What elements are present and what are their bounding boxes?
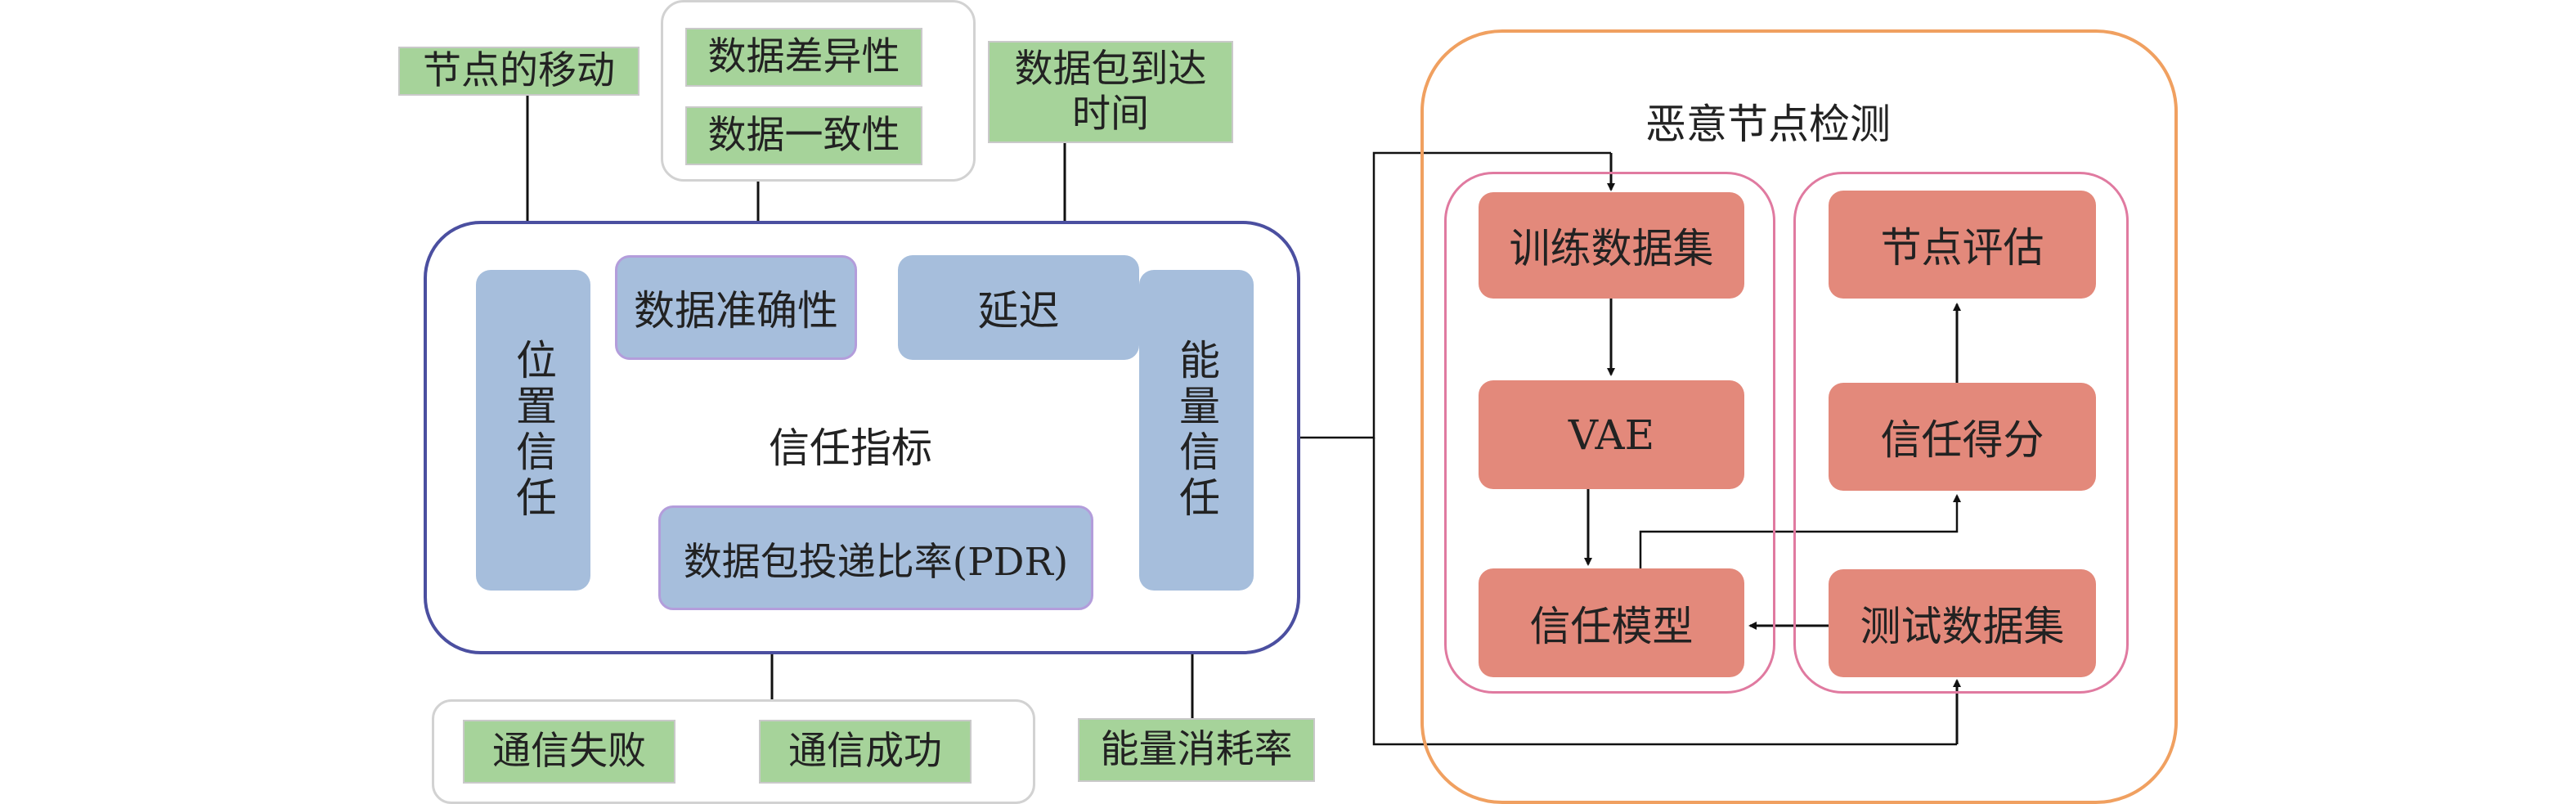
energy-consumption-box: 能量消耗率 [1078,718,1315,782]
comm-failure-box: 通信失败 [463,720,675,784]
arrow-model-to-score [1639,494,1961,568]
comm-success-box: 通信成功 [759,720,972,784]
data-difference-box: 数据差异性 [685,28,922,87]
vae-box: VAE [1479,380,1744,489]
test-set-box: 测试数据集 [1829,569,2096,677]
data-accuracy-box: 数据准确性 [615,255,857,360]
malicious-detection-panel [1420,29,2178,804]
data-consistency-box: 数据一致性 [685,106,922,165]
packet-arrival-time-label: 数据包到达时间 [1014,47,1207,137]
training-group [1444,172,1775,694]
connector-trust-to-detection [1300,151,1611,439]
detection-panel-title: 恶意节点检测 [1645,101,1891,148]
node-movement-box: 节点的移动 [398,47,640,96]
energy-trust-box: 能量信任 [1139,270,1254,591]
node-evaluation-box: 节点评估 [1829,191,2096,299]
delay-box: 延迟 [898,255,1139,360]
pdr-box: 数据包投递比率(PDR) [658,505,1093,610]
evaluation-group [1793,172,2129,694]
training-set-box: 训练数据集 [1479,192,1744,299]
trust-model-box: 信任模型 [1479,568,1744,677]
trust-score-box: 信任得分 [1829,383,2096,491]
trust-panel-title: 信任指标 [769,424,932,472]
packet-arrival-time-box: 数据包到达时间 [988,41,1233,143]
position-trust-box: 位置信任 [476,270,590,591]
